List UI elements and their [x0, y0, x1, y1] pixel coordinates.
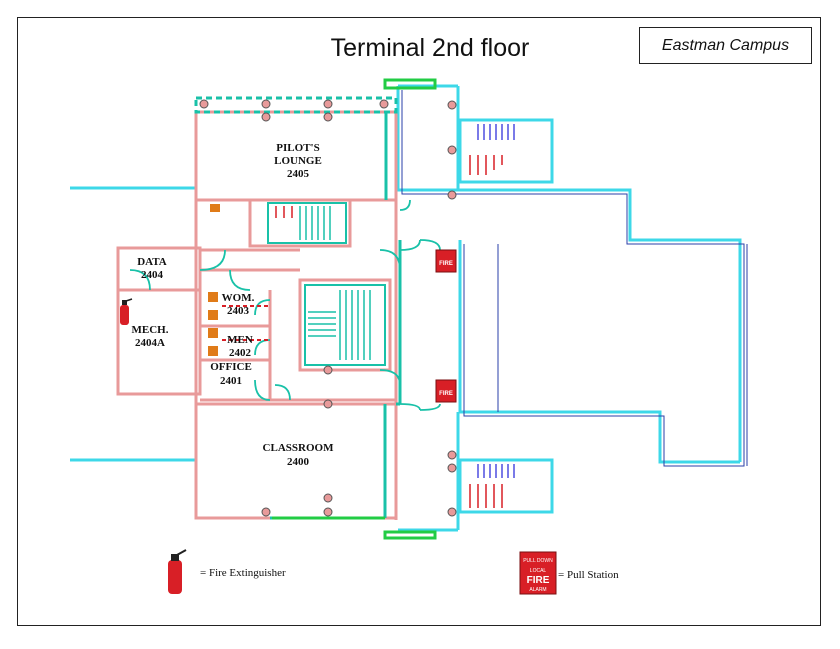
pull-station-icon: FIRE	[435, 379, 457, 403]
wing-outline	[401, 90, 748, 467]
legend-extinguisher-label: = Fire Extinguisher	[200, 567, 286, 579]
door-swings	[129, 199, 441, 411]
pull-station-label: FIRE	[439, 261, 453, 267]
entrances	[272, 78, 437, 540]
room-2402-number: 2402	[229, 347, 252, 359]
map-frame	[17, 17, 821, 626]
room-2400-number: 2400	[287, 456, 310, 468]
room-2401-number: 2401	[220, 375, 242, 387]
fire-extinguisher-icon	[120, 298, 133, 325]
stairs-center	[304, 284, 386, 366]
legend-pull-station-label: = Pull Station	[558, 569, 619, 581]
room-2405-line2: LOUNGE	[274, 155, 322, 167]
room-2404-number: 2404	[141, 269, 164, 281]
room-2401-line1: OFFICE	[210, 361, 252, 373]
columns	[199, 99, 457, 517]
fixtures	[208, 204, 220, 356]
campus-label: Eastman Campus	[639, 27, 812, 64]
room-2403-number: 2403	[227, 305, 250, 317]
campus-name: Eastman Campus	[661, 36, 790, 54]
exterior-walls	[70, 84, 742, 532]
room-2404-line1: DATA	[137, 256, 167, 268]
restroom-partitions	[222, 305, 270, 341]
stairs-southeast	[458, 458, 554, 514]
room-2404a-line1: MECH.	[132, 324, 169, 336]
legend-pull-station-icon: PULL DOWN LOCAL FIRE ALARM	[519, 551, 557, 595]
map-title: Terminal 2nd floor	[330, 34, 530, 62]
legend-extinguisher-icon	[168, 549, 187, 594]
interior-walls	[116, 110, 398, 520]
room-2402-line1: MEN	[227, 334, 253, 346]
pull-station-alarm-text: ALARM	[529, 587, 546, 593]
room-2405-line1: PILOT'S	[276, 142, 319, 154]
room-2404a-number: 2404A	[135, 337, 165, 349]
room-2405-number: 2405	[287, 168, 310, 180]
pull-station-local-text: LOCAL	[530, 568, 547, 574]
pull-station-label: FIRE	[439, 391, 453, 397]
room-2400-line1: CLASSROOM	[263, 442, 335, 454]
stairs-north	[267, 202, 347, 244]
room-2403-line1: WOM.	[222, 292, 255, 304]
pull-station-icon: FIRE	[435, 249, 457, 273]
pull-station-top-text: PULL DOWN	[523, 558, 553, 564]
pull-station-fire-text: FIRE	[527, 575, 550, 586]
stairs-northeast	[458, 118, 554, 184]
